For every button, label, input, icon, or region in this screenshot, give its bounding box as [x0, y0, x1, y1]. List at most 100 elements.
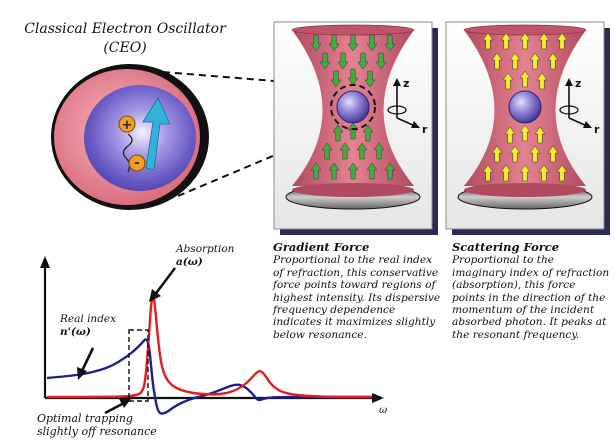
gradient-arrow-icon	[366, 34, 378, 52]
negative-charge-label: -	[134, 156, 139, 171]
scattering-arrow-icon	[509, 52, 521, 70]
negative-charge-icon	[128, 154, 146, 172]
graph-y-arrowhead-icon	[40, 256, 50, 268]
trapping-label: Optimal trapping slightly off resonance	[37, 412, 157, 438]
scattering-beam-bottom	[464, 183, 586, 197]
gradient-arrow-icon	[366, 162, 378, 180]
ceo-title-line2: (CEO)	[103, 40, 147, 56]
gradient-description: Gradient Force Proportional to the real …	[273, 241, 443, 341]
graph-x-arrowhead-icon	[372, 393, 384, 403]
scattering-arrow-icon	[519, 32, 531, 50]
ceo-electron-cloud	[84, 85, 196, 191]
scattering-description: Scattering Force Proportional to the ima…	[452, 241, 610, 341]
gradient-force-arrows	[310, 34, 396, 180]
scattering-arrow-icon	[529, 145, 541, 163]
scattering-arrow-icon	[547, 52, 559, 70]
positive-charge-label: +	[122, 118, 133, 133]
real-index-curve	[46, 338, 372, 415]
real-index-symbol: n'(ω)	[60, 326, 91, 338]
real-index-pointer	[79, 347, 95, 374]
scattering-arrow-icon	[556, 32, 568, 50]
scattering-force-panel: z r	[445, 21, 605, 230]
scattering-arrow-icon	[538, 164, 550, 182]
gradient-arrow-icon	[347, 34, 359, 52]
scattering-arrow-icon	[500, 32, 512, 50]
scattering-heading: Scattering Force	[452, 240, 560, 254]
gradient-arrow-icon	[347, 122, 359, 140]
graph-x-axis-label: ω	[379, 405, 387, 416]
gradient-arrow-icon	[347, 68, 359, 86]
trapping-line1: Optimal trapping	[37, 412, 133, 425]
scattering-arrow-icon	[491, 52, 503, 70]
ceo-title: Classical Electron Oscillator (CEO)	[18, 20, 232, 58]
gradient-arrow-icon	[330, 70, 342, 88]
gradient-arrow-icon	[356, 142, 368, 160]
scattering-arrow-icon	[556, 164, 568, 182]
gradient-z-label: z	[403, 77, 409, 90]
gradient-arrow-icon	[321, 142, 333, 160]
scattering-rotation-icon	[559, 105, 579, 115]
trapping-pointer-head-icon	[119, 399, 131, 408]
absorption-label: Absorption a(ω)	[176, 243, 234, 269]
scattering-arrow-icon	[519, 164, 531, 182]
gradient-arrow-icon	[384, 34, 396, 52]
scattering-arrow-icon	[534, 126, 546, 144]
absorption-label-text: Absorption	[176, 243, 235, 255]
gradient-arrow-icon	[375, 52, 387, 70]
zoom-circle	[330, 84, 376, 130]
gradient-beam-top	[291, 24, 415, 36]
scattering-arrow-icon	[547, 145, 559, 163]
scattering-arrow-icon	[536, 72, 548, 90]
gradient-body: Proportional to the real index of refrac…	[273, 254, 441, 341]
gradient-heading: Gradient Force	[273, 240, 370, 254]
gradient-arrow-icon	[332, 124, 344, 142]
scattering-arrow-icon	[509, 145, 521, 163]
dispersion-graph: ω	[40, 256, 387, 416]
gradient-arrow-icon	[310, 34, 322, 52]
positive-charge-icon	[118, 115, 136, 133]
gradient-r-label: r	[422, 123, 428, 136]
gradient-arrow-icon	[337, 52, 349, 70]
scattering-force-arrows	[482, 32, 568, 182]
absorption-pointer-head-icon	[149, 289, 161, 302]
gradient-arrow-icon	[364, 70, 376, 88]
real-index-label-text: Real index	[60, 313, 117, 325]
real-index-label: Real index n'(ω)	[60, 313, 116, 339]
trapping-pointer	[104, 401, 125, 415]
scattering-arrow-icon	[491, 145, 503, 163]
scattering-arrow-icon	[519, 70, 531, 88]
scattering-z-arrowhead-icon	[565, 78, 573, 86]
scattering-arrow-icon	[502, 72, 514, 90]
ceo-oscillator: + -	[51, 64, 209, 210]
scattering-arrow-icon	[482, 164, 494, 182]
scattering-arrow-icon	[500, 164, 512, 182]
scattering-arrow-icon	[538, 32, 550, 50]
gradient-arrow-icon	[373, 142, 385, 160]
absorption-curve	[46, 295, 372, 399]
gradient-arrow-icon	[328, 162, 340, 180]
gradient-arrow-icon	[310, 162, 322, 180]
gradient-beam-bottom	[292, 183, 414, 197]
gradient-arrow-icon	[319, 52, 331, 70]
scattering-z-label: z	[575, 77, 581, 90]
gradient-arrow-icon	[347, 162, 359, 180]
scattering-body: Proportional to the imaginary index of r…	[452, 254, 610, 341]
gradient-arrow-icon	[362, 124, 374, 142]
gradient-r-arrowhead-icon	[411, 121, 420, 128]
scattering-r-axis	[568, 117, 588, 127]
scattering-r-label: r	[594, 123, 600, 136]
gradient-trapped-sphere	[336, 90, 370, 124]
scattering-arrow-icon	[519, 124, 531, 142]
scattering-arrow-icon	[504, 126, 516, 144]
scattering-arrow-icon	[482, 32, 494, 50]
gradient-arrow-icon	[384, 162, 396, 180]
dipole-arrow-icon	[142, 97, 171, 171]
scattering-trapped-sphere	[508, 90, 542, 124]
ceo-title-line1: Classical Electron Oscillator	[24, 21, 226, 37]
optimal-trapping-box	[128, 329, 149, 402]
trapping-line2: slightly off resonance	[37, 425, 157, 438]
gradient-arrow-icon	[339, 142, 351, 160]
scattering-r-arrowhead-icon	[583, 121, 592, 128]
gradient-r-axis	[396, 117, 416, 127]
